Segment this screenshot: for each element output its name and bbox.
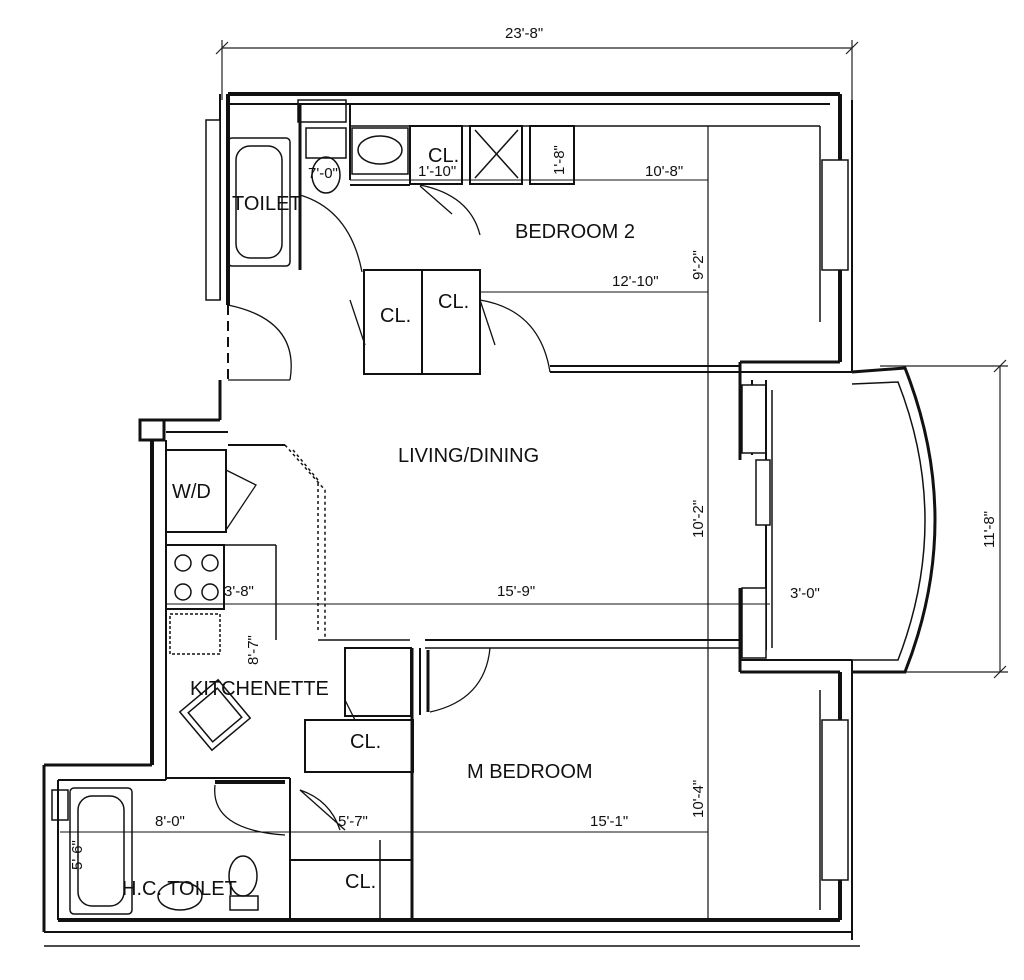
interior-walls bbox=[60, 104, 770, 920]
dim-mbed-width: 15'-1" bbox=[590, 813, 628, 830]
hc-bathtub-icon bbox=[69, 787, 133, 915]
exterior-walls bbox=[42, 92, 860, 947]
dim-kitchen-height: 8'-7" bbox=[245, 635, 262, 665]
dim-bedroom2-width-upper: 10'-8" bbox=[645, 163, 683, 180]
dim-bedroom2-width-lower: 12'-10" bbox=[612, 273, 659, 290]
fixtures bbox=[51, 99, 409, 915]
dim-closet-top-width: 7'-0" bbox=[308, 165, 338, 182]
dim-living-height: 10'-2" bbox=[690, 500, 707, 538]
dim-closet-top-small: 1'-10" bbox=[418, 163, 456, 180]
dim-mbed-height: 10'-4" bbox=[690, 780, 707, 818]
dim-closet-top-right: 1'-8" bbox=[551, 145, 568, 175]
dim-hc-height: 5'-6" bbox=[69, 840, 86, 870]
room-label-wd: W/D bbox=[172, 481, 211, 503]
room-label-kitchenette: KITCHENETTE bbox=[190, 678, 329, 700]
closet-label-mbed-bottom: CL. bbox=[345, 871, 376, 893]
kitchen-sink-icon bbox=[178, 678, 252, 752]
dim-bay-depth: 3'-0" bbox=[790, 585, 820, 602]
bathtub-icon bbox=[227, 137, 291, 267]
bay-window bbox=[851, 366, 937, 674]
dim-hc-width: 8'-0" bbox=[155, 813, 185, 830]
room-label-living-dining: LIVING/DINING bbox=[398, 445, 539, 467]
toilet-icon bbox=[311, 156, 341, 194]
room-label-m-bedroom: M BEDROOM bbox=[467, 761, 593, 783]
dim-overall-width: 23'-8" bbox=[505, 25, 543, 42]
hc-sink-icon bbox=[157, 881, 203, 911]
dim-bay-height: 11'-8" bbox=[981, 511, 998, 548]
room-label-bedroom-2: BEDROOM 2 bbox=[515, 221, 635, 243]
closet-label-left: CL. bbox=[380, 305, 411, 327]
dim-bedroom2-height: 9'-2" bbox=[690, 250, 707, 280]
overall-dimension-line bbox=[215, 40, 859, 100]
dim-living-width: 15'-9" bbox=[497, 583, 535, 600]
dim-kitchen-width: 3'-8" bbox=[224, 583, 254, 600]
room-label-toilet: TOILET bbox=[232, 193, 302, 215]
room-label-hc-toilet: H.C. TOILET bbox=[122, 878, 237, 900]
sink-icon bbox=[357, 135, 403, 165]
bay-dimension-line bbox=[880, 359, 1008, 679]
dim-hall-width: 5'-7" bbox=[338, 813, 368, 830]
closet-label-top: CL. bbox=[428, 145, 459, 167]
stove-icon bbox=[174, 554, 219, 601]
closet-label-right: CL. bbox=[438, 291, 469, 313]
doors bbox=[214, 184, 551, 836]
closet-label-mbed-top: CL. bbox=[350, 731, 381, 753]
